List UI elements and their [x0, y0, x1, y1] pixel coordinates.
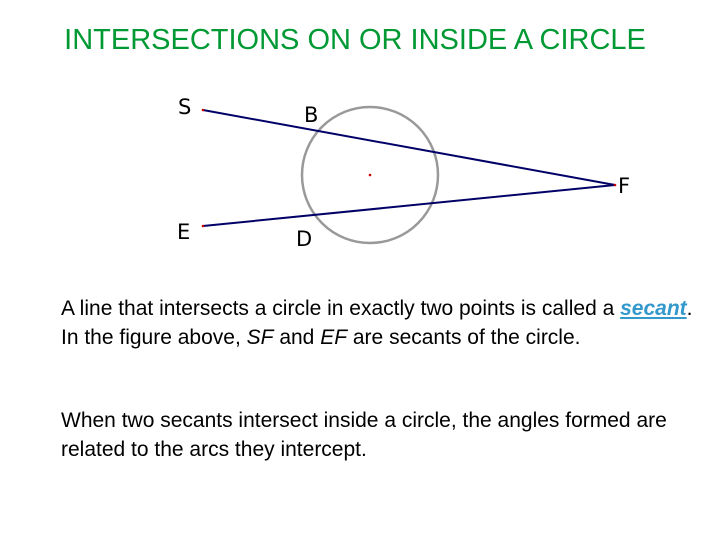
segment-ef: EF — [320, 326, 348, 349]
secants-conclusion-text: are secants of the circle. — [347, 326, 581, 349]
conjunction-text: and — [273, 326, 321, 349]
label-b: B — [304, 103, 318, 127]
point-e-dot — [201, 224, 205, 228]
secant-ef — [202, 184, 616, 227]
point-s-dot — [201, 108, 205, 112]
label-e: E — [177, 220, 190, 244]
label-d: D — [296, 227, 312, 251]
figure-reference-text: . In the figure above, — [61, 297, 693, 349]
label-f: F — [618, 174, 630, 198]
intersecting-secants-paragraph: When two secants intersect inside a circ… — [61, 409, 667, 461]
segment-sf: SF — [246, 326, 274, 349]
secant-term: secant — [620, 297, 687, 320]
circle — [300, 105, 440, 245]
center-point — [368, 173, 372, 177]
slide-title: INTERSECTIONS ON OR INSIDE A CIRCLE — [64, 24, 646, 56]
secant-definition-paragraph: A line that intersects a circle in exact… — [61, 294, 701, 352]
secant-sf — [202, 109, 616, 186]
point-f-dot — [613, 183, 617, 187]
definition-text: A line that intersects a circle in exact… — [61, 297, 621, 320]
label-s: S — [178, 95, 191, 119]
